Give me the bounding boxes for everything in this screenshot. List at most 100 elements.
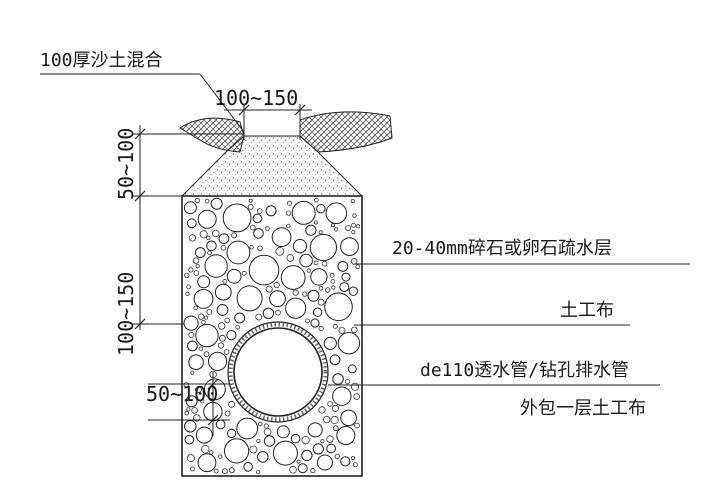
gravel-stone xyxy=(263,435,276,447)
gravel-stone xyxy=(309,233,337,262)
gravel-pebble xyxy=(332,425,339,432)
gravel-pebble xyxy=(248,198,253,203)
geotextile-label: 土工布 xyxy=(560,300,614,321)
gravel-pebble xyxy=(224,410,231,417)
gravel-pebble xyxy=(350,455,355,460)
gravel-pebble xyxy=(194,197,200,204)
gravel-pebble xyxy=(275,246,285,256)
top-width-label: 100~150 xyxy=(214,86,299,110)
gravel-pebble xyxy=(302,291,308,297)
gravel-pebble xyxy=(193,270,200,276)
gravel-stone xyxy=(183,315,199,331)
gravel-pebble xyxy=(220,245,227,251)
gravel-pebble xyxy=(331,285,336,290)
gravel-pebble xyxy=(184,272,190,278)
gravel-pebble xyxy=(305,318,310,324)
gravel-pebble xyxy=(188,331,195,338)
gravel-pebble xyxy=(193,305,198,311)
gravel-stone xyxy=(290,433,301,444)
gravel-pebble xyxy=(198,346,203,351)
gravel-stone xyxy=(332,386,352,406)
gravel-pebble xyxy=(219,334,226,342)
gravel-pebble xyxy=(195,263,200,269)
gravel-pebble xyxy=(224,317,231,324)
gravel-pebble xyxy=(195,386,202,393)
gravel-pebble xyxy=(329,272,335,278)
gravel-pebble xyxy=(201,320,206,325)
gravel-stone xyxy=(337,332,361,355)
gravel-pebble xyxy=(355,264,361,270)
gravel-stone xyxy=(188,354,204,371)
gravel-pebble xyxy=(350,258,358,265)
gravel-pebble xyxy=(301,435,310,445)
gravel-stone xyxy=(340,456,351,467)
gravel-pebble xyxy=(350,199,355,204)
gravel-pebble xyxy=(203,351,210,358)
gravel-stone xyxy=(252,213,263,224)
gravel-stone xyxy=(307,422,323,438)
gravel-stone xyxy=(226,240,251,265)
gravel-pebble xyxy=(255,313,263,321)
gravel-pebble xyxy=(204,198,210,204)
gravel-stone xyxy=(257,451,269,463)
gravel-pebble xyxy=(188,267,194,273)
gravel-pebble xyxy=(190,466,195,472)
gravel-pebble xyxy=(199,230,208,239)
gravel-stone xyxy=(305,224,317,236)
gravel-pebble xyxy=(310,467,316,474)
pipe-label: de110透水管/钻孔排水管 xyxy=(420,360,630,381)
gravel-pebble xyxy=(345,224,352,231)
gravel-stone xyxy=(185,395,198,408)
gravel-pebble xyxy=(275,309,281,316)
gravel-pebble xyxy=(241,270,247,276)
gravel-pebble xyxy=(285,210,292,216)
gravel-pebble xyxy=(206,309,213,315)
gravel-stone xyxy=(195,323,219,348)
gravel-stone xyxy=(329,354,341,366)
gravel-stone xyxy=(253,228,264,239)
gravel-stone xyxy=(206,240,217,252)
gravel-stone xyxy=(183,201,197,215)
upper-height-dim-label: 50~100 xyxy=(114,127,138,200)
gravel-pebble xyxy=(265,226,270,231)
gravel-stone xyxy=(347,364,357,374)
gravel-pebble xyxy=(201,445,210,454)
gravel-pebble xyxy=(184,410,190,416)
gravel-pebble xyxy=(192,257,200,264)
gravel-stone xyxy=(218,233,230,245)
gravel-stone xyxy=(236,285,263,312)
top-width-tick-left xyxy=(238,104,250,116)
gravel-pebble xyxy=(353,393,361,400)
gravel-pebble xyxy=(197,313,205,320)
gravel-stone xyxy=(301,449,313,462)
gravel-pebble xyxy=(286,223,291,229)
gravel-stone xyxy=(236,417,259,440)
gravel-stone xyxy=(337,261,349,272)
top-layer-label: 100厚沙土混合 xyxy=(40,50,163,71)
gravel-stone xyxy=(197,209,217,229)
gravel-pebble xyxy=(256,208,263,214)
gravel-pebble xyxy=(199,399,205,404)
gravel-stone xyxy=(280,265,306,290)
gravel-pebble xyxy=(228,400,235,408)
gravel-pebble xyxy=(355,224,361,229)
gravel-pebble xyxy=(331,404,339,412)
gravel-pebble xyxy=(292,289,299,296)
gravel-pebble xyxy=(191,407,198,414)
gravel-stone xyxy=(184,420,197,433)
gravel-pebble xyxy=(317,298,325,306)
gravel-pebble xyxy=(318,406,326,414)
vertical-tick-3 xyxy=(134,318,146,330)
gravel-pebble xyxy=(318,285,324,291)
gravel-stone xyxy=(204,254,228,278)
gravel-stone xyxy=(292,239,308,254)
gravel-pebble xyxy=(228,467,235,474)
gravel-pebble xyxy=(217,342,225,349)
gravel-pebble xyxy=(318,230,323,235)
gravel-stone xyxy=(208,351,228,371)
gravel-pebble xyxy=(354,422,360,429)
gravel-pebble xyxy=(334,227,339,232)
gravel-stone xyxy=(297,463,308,474)
gravel-stone xyxy=(193,289,214,309)
